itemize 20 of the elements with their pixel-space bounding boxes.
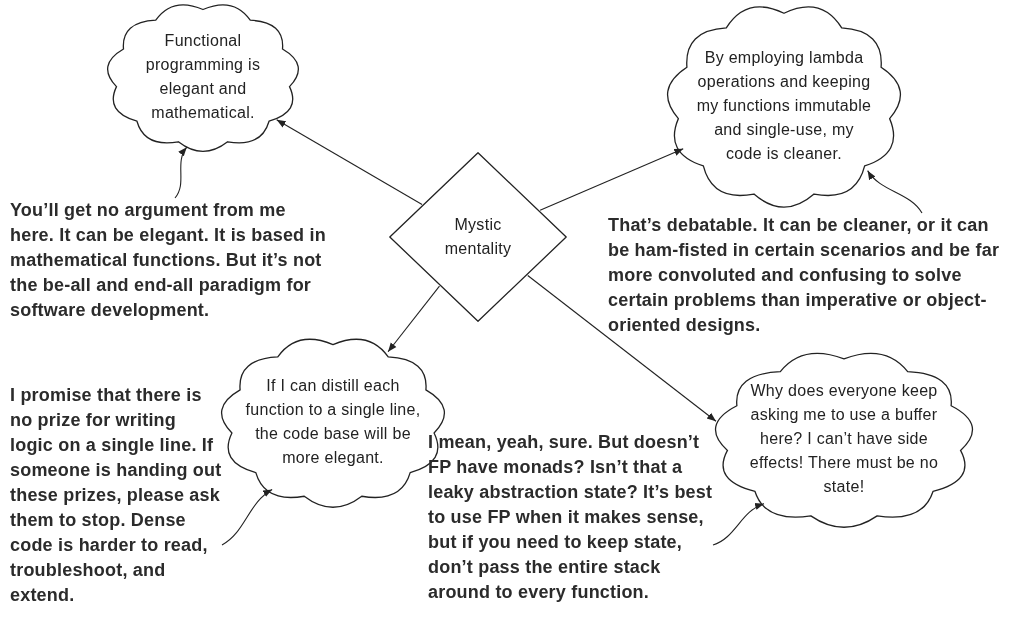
thought-cloud xyxy=(668,3,900,208)
shape-text: Functional programming is elegant and mathematical. xyxy=(144,31,262,123)
comment-text: I promise that there is no prize for writing logic on a single line. If someone is handing out these prizes, please ask them to stop. Dense code is harder to read, troubleshoot, and extend. xyxy=(10,383,222,608)
shape-text: Why does everyone keep asking me to use a buffer here? I can’t have side effects! There must be no state! xyxy=(748,381,940,497)
shape-text: By employing lambda operations and keeping my functions immutable and single-use, my code is cleaner. xyxy=(696,47,872,164)
shape-text: Mystic mentality xyxy=(443,215,513,259)
arrow xyxy=(276,119,423,205)
comment-text: That’s debatable. It can be cleaner, or it can be ham-fisted in certain scenarios and be far more convoluted and confusing to solve certain problems than imperative or object-oriented designs. xyxy=(608,213,1013,338)
arrow xyxy=(387,285,440,353)
leader-line xyxy=(174,146,188,199)
arrow xyxy=(527,274,717,422)
comment-text: You’ll get no argument from me here. It can be elegant. It is based in mathematical functions. But it’s not the be-all and end-all paradigm for software development. xyxy=(10,198,332,323)
thought-cloud xyxy=(108,2,298,152)
leader-line xyxy=(221,488,273,546)
thought-cloud xyxy=(716,350,972,528)
decision-diamond xyxy=(388,151,568,323)
shape-text: If I can distill each function to a single line, the code base will be more elegant. xyxy=(244,376,422,468)
comment-text: I mean, yeah, sure. But doesn’t FP have monads? Isn’t that a leaky abstraction state? It’s best to use FP when it makes sense, but if you need to keep state, don’t pass the entire stack around to every function. xyxy=(428,430,713,605)
arrow xyxy=(539,148,684,211)
leader-line xyxy=(867,170,923,214)
